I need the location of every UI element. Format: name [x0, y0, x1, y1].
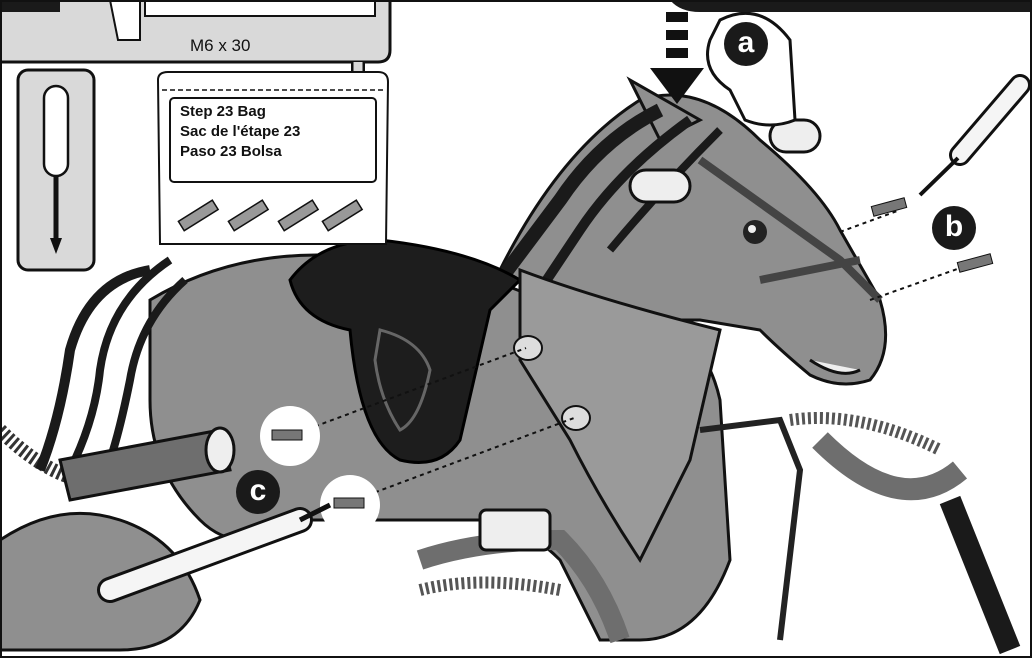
- bag-label-en: Step 23 Bag: [180, 102, 380, 122]
- screw-b-upper: [871, 198, 906, 216]
- screwdriver-b-icon: [920, 85, 1020, 195]
- tool-panel: [18, 70, 94, 270]
- step-marker-a: a: [724, 22, 768, 66]
- bag-label-es: Paso 23 Bolsa: [180, 142, 380, 162]
- press-down-arrow-icon: [650, 12, 704, 104]
- screw-b-lower: [957, 254, 992, 272]
- step-marker-c: c: [236, 470, 280, 514]
- screw-c-upper: [260, 406, 320, 466]
- step-marker-b: b: [932, 206, 976, 250]
- screw-spec-label: M6 x 30: [190, 36, 250, 56]
- bag-label-fr: Sac de l'étape 23: [180, 122, 380, 142]
